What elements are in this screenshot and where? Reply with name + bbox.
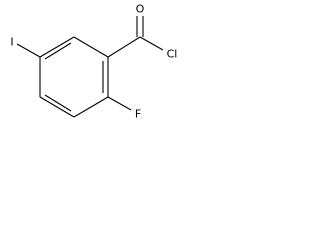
ring-bond-c6-c1 <box>73 36 109 58</box>
ring-bond-c5-c6 <box>39 36 75 58</box>
atom-label-chlorine: Cl <box>167 48 178 61</box>
ring-bond-c2-c3 <box>73 96 109 118</box>
molecule-structure: I O Cl F <box>10 3 178 121</box>
atom-label-oxygen: O <box>136 3 145 16</box>
atom-label-fluorine: F <box>135 108 141 121</box>
ring-bond-c3-c4 <box>39 96 75 118</box>
bond-carbon-chlorine <box>139 36 164 51</box>
aromatic-inner-bond-bottom-left <box>44 94 72 112</box>
atom-label-iodine: I <box>10 36 13 49</box>
bond-ring-fluorine <box>107 96 132 111</box>
bond-ring-carbonyl-carbon <box>107 36 141 58</box>
bond-ring-iodine <box>16 43 41 58</box>
aromatic-inner-bond-top-left <box>44 42 72 60</box>
